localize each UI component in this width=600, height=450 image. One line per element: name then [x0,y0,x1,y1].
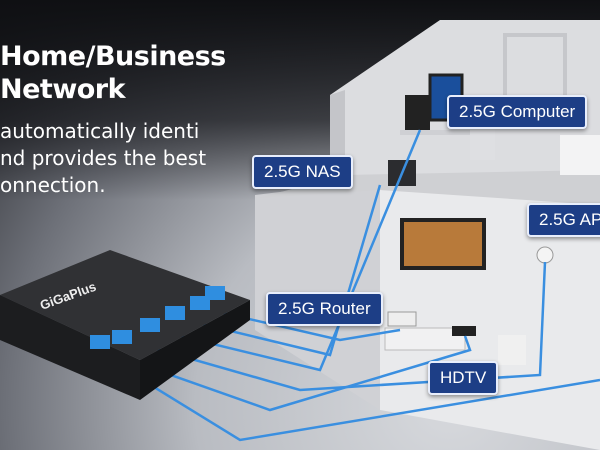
description-line-3: onnection. [0,173,106,197]
headline: Home/Business Network [0,40,226,106]
label-ap: 2.5G AP [527,203,600,237]
cable-hdtv [99,335,472,412]
switch-top [0,250,250,360]
router-device [387,311,417,327]
label-hdtv: HDTV [428,361,499,395]
switch-side [140,300,250,400]
description-line-2: nd provides the best [0,146,207,170]
headline-line-2: Network [0,74,126,105]
desk [400,130,495,135]
headline-line-1: Home/Business [0,41,226,72]
cable-router [209,308,401,342]
plant-pot [498,335,526,365]
hdtv-box [452,326,476,336]
description: automatically identi nd provides the bes… [0,118,206,199]
port-connectors [90,286,225,349]
label-nas: 2.5G NAS [252,155,353,189]
ap-device [536,246,554,264]
cable-ap [124,261,547,392]
switch-front [0,295,140,400]
bed [560,135,600,175]
description-line-1: automatically identi [0,119,200,143]
label-computer: 2.5G Computer [447,95,588,129]
tv-screen [404,222,482,266]
pc-tower [405,95,430,130]
label-router: 2.5G Router [266,292,383,326]
